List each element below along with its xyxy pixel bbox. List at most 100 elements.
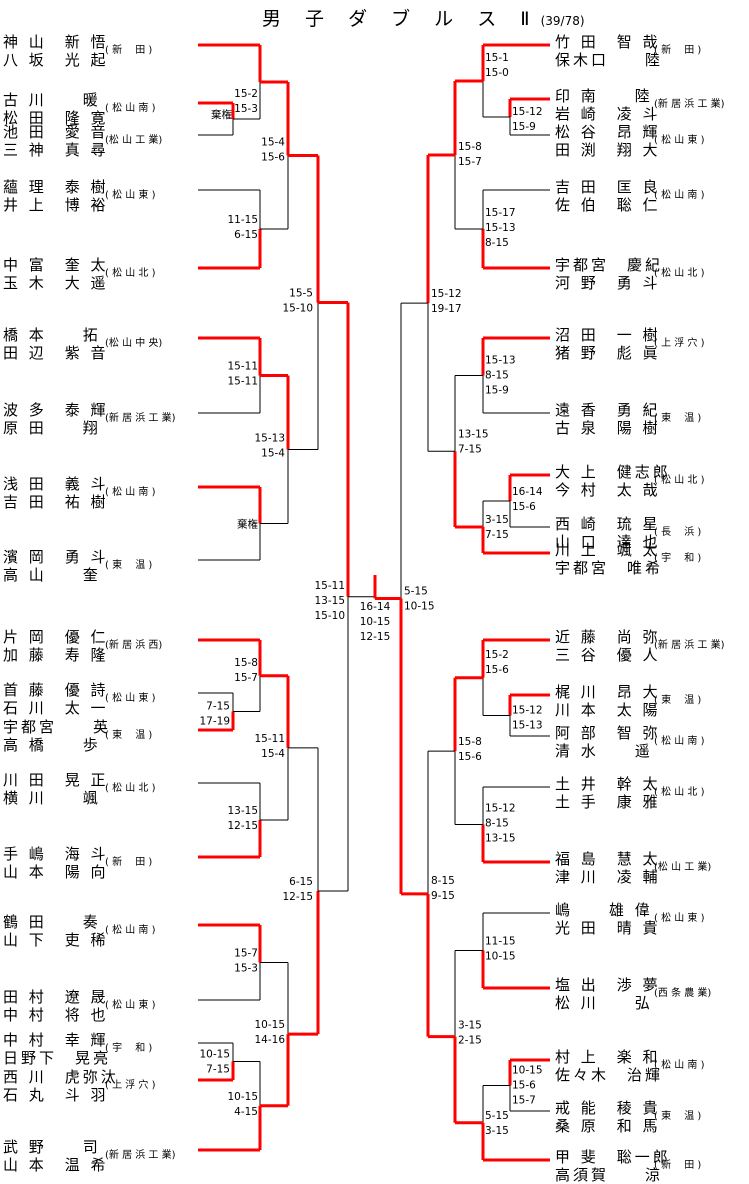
match-score: 16-14 (512, 486, 543, 498)
match-score: 11-15 (227, 214, 258, 226)
school-name: ( 松 山 北 ) (105, 783, 156, 794)
player-names: 阿 部 智 弥清 水 遥 (555, 724, 658, 760)
player-names: 宇都宮 慶紀河 野 勇 斗 (555, 256, 664, 292)
match-score: 15-8 (234, 657, 258, 669)
school-name: (松 山 中 央) (105, 338, 163, 349)
player-name: 波 多 泰 輝 (3, 401, 109, 419)
entry-count: (39/78) (540, 14, 585, 28)
match-score: 13-15 (485, 833, 516, 845)
match-score: 15-12 (431, 288, 462, 300)
match-score: 7-15 (485, 529, 509, 541)
player-name: 三 谷 優 人 (555, 646, 661, 664)
player-names: 遠 香 勇 紀古 泉 陽 樹 (555, 401, 661, 437)
player-name: 川 田 晃 正 (3, 771, 109, 789)
school-name: ( 新 田 ) (105, 45, 153, 56)
player-names: 川 田 晃 正横 川 颯 (3, 771, 109, 807)
school-name: ( 東 温 ) (654, 1111, 702, 1122)
match-score: 15-3 (234, 963, 258, 975)
match-score: 10-15 (512, 1065, 543, 1077)
player-names: 西 崎 琉 星山 口 達 也 (555, 515, 661, 551)
school-name: (西 条 農 業) (654, 988, 712, 999)
match-score: 4-15 (234, 1106, 258, 1118)
player-name: 宇都宮 慶紀 (555, 256, 664, 274)
match-score: 13-15 (458, 428, 489, 440)
school-name: (新 居 浜 工 業) (105, 1150, 176, 1161)
player-name: 橋 本 拓 (3, 326, 101, 344)
player-name: 玉 木 大 遥 (3, 274, 109, 292)
school-name: ( 松 山 東 ) (105, 1000, 156, 1011)
player-name: 濱 岡 勇 斗 (3, 548, 109, 566)
player-names: 竹 田 智 哉保木口 陸 (555, 33, 661, 69)
school-name: ( 東 温 ) (654, 413, 702, 424)
match-score: 6-15 (289, 876, 313, 888)
player-name: 福 島 慧 太 (555, 850, 661, 868)
player-name: 日野下 晃亮 (3, 1049, 112, 1067)
match-score: 3-15 (485, 1125, 509, 1137)
school-name: ( 松 山 南 ) (654, 190, 705, 201)
player-name: 石 川 太 一 (3, 699, 109, 717)
match-score: 8-15 (485, 818, 509, 830)
player-name: 高 山 奎 (3, 566, 101, 584)
player-names: 橋 本 拓田 辺 紫 音 (3, 326, 106, 362)
match-score: 15-17 (485, 207, 516, 219)
match-score: 15-11 (227, 376, 258, 388)
player-names: 梶 川 昂 大川 本 太 陽 (555, 683, 658, 719)
player-name: 塩 出 渉 夢 (555, 976, 661, 994)
school-name: ( 松 山 東 ) (105, 693, 156, 704)
school-name: ( 上 浮 穴 ) (654, 338, 705, 349)
school-name: ( 松 山 北 ) (654, 268, 705, 279)
player-name: 松 田 隆 寛 (3, 109, 109, 127)
player-name: 宇都宮 唯希 (555, 559, 664, 577)
match-score: 棄権 (237, 518, 258, 531)
match-score: 15-2 (234, 88, 258, 100)
player-names: 土 井 幹 太土 手 康 雅 (555, 775, 661, 811)
player-name: 光 田 晴 貴 (555, 919, 661, 937)
player-names: 吉 田 匡 良佐 伯 聡 仁 (555, 178, 661, 214)
match-score: 15-7 (234, 948, 258, 960)
player-names: 印 南 陸岩 崎 凌 斗 (555, 87, 658, 123)
player-name: 原 田 翔 (3, 419, 101, 437)
match-score: 15-4 (261, 748, 285, 760)
player-name: 加 藤 寿 隆 (3, 646, 109, 664)
player-name: 田 渕 翔 大 (555, 141, 661, 159)
match-score: 12-15 (227, 820, 258, 832)
school-name: ( 松 山 南 ) (654, 736, 705, 747)
player-names: 近 藤 尚 弥三 谷 優 人 (555, 628, 661, 664)
player-names: 浅 田 義 斗吉 田 祐 樹 (3, 475, 106, 511)
school-name: (新 居 浜 工 業) (654, 640, 725, 651)
player-name: 沼 田 一 樹 (555, 326, 661, 344)
player-names: 川 上 颯 太宇都宮 唯希 (555, 541, 664, 577)
player-names: 福 島 慧 太津 川 凌 輔 (555, 850, 661, 886)
match-score: 5-15 (404, 586, 428, 598)
match-score: 15-13 (485, 355, 516, 367)
match-score: 10-15 (227, 1091, 258, 1103)
match-score: 11-15 (485, 936, 516, 948)
player-names: 池 田 愛 音三 神 真 尋 (3, 123, 106, 159)
player-name: 山 本 陽 向 (3, 863, 109, 881)
player-names: 塩 出 渉 夢松 川 弘 (555, 976, 661, 1012)
match-score: 10-15 (199, 1049, 230, 1061)
player-names: 松 谷 昂 輝田 渕 翔 大 (555, 123, 661, 159)
player-name: 古 川 暖 (3, 91, 101, 109)
match-score: 15-4 (261, 448, 285, 460)
player-name: 古 泉 陽 樹 (555, 419, 661, 437)
player-names: 首 藤 優 詩石 川 太 一 (3, 681, 109, 717)
page-title: 男 子 ダ ブ ル ス Ⅱ(39/78) (262, 4, 585, 31)
match-score: 15-13 (512, 720, 543, 732)
match-score: 2-15 (458, 1035, 482, 1047)
player-name: 吉 田 匡 良 (555, 178, 661, 196)
player-name: 武 野 司 (3, 1138, 101, 1156)
player-name: 高須賀 涼 (555, 1166, 664, 1184)
match-score: 15-12 (512, 106, 543, 118)
player-name: 竹 田 智 哉 (555, 33, 661, 51)
player-name: 佐々木 治輝 (555, 1066, 664, 1084)
match-score: 10-15 (404, 601, 435, 613)
player-name: 土 井 幹 太 (555, 775, 661, 793)
school-name: ( 松 山 東 ) (654, 135, 705, 146)
player-name: 横 川 颯 (3, 789, 101, 807)
player-name: 山 口 達 也 (555, 533, 661, 551)
player-name: 西 崎 琉 星 (555, 515, 661, 533)
match-score: 15-11 (314, 580, 345, 592)
player-name: 印 南 陸 (555, 87, 653, 105)
school-name: ( 新 田 ) (105, 857, 153, 868)
